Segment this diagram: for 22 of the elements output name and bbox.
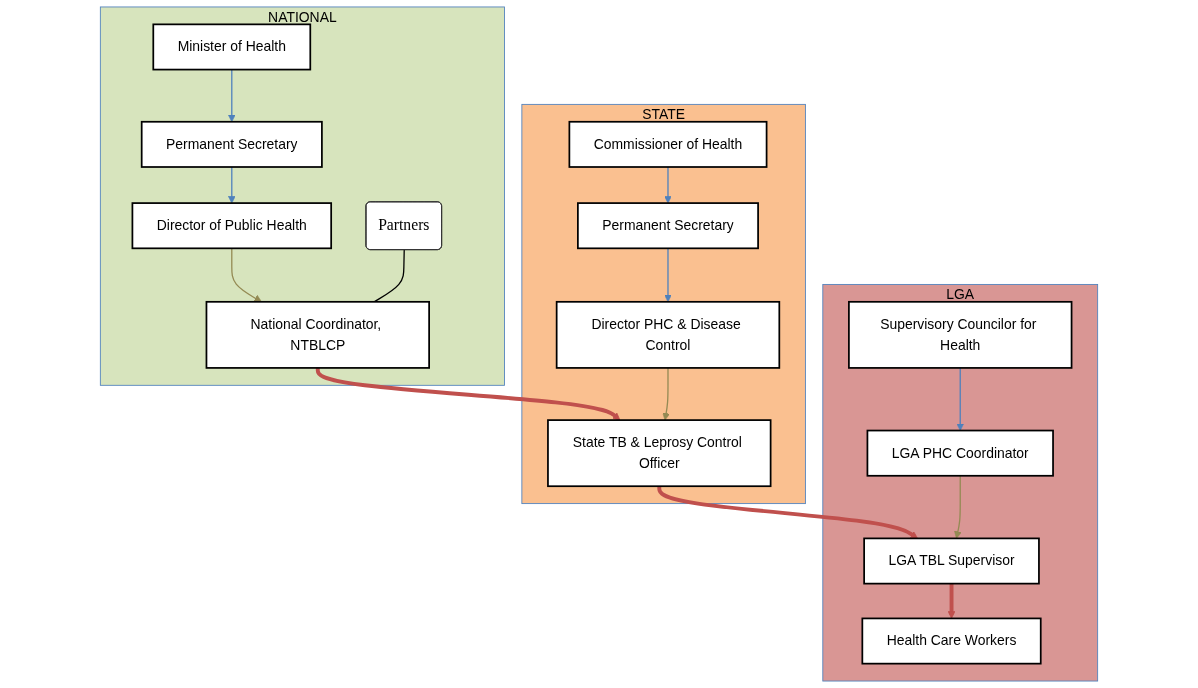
node-box: Director PHC & Disease Control [555, 300, 781, 369]
node-box: Health Care Workers [861, 617, 1042, 665]
node-box: Supervisory Councilor for Health [848, 300, 1073, 369]
node-box: Commissioner of Health [568, 120, 768, 168]
arrow [664, 247, 672, 303]
node-box: National Coordinator, NTBLCP [205, 300, 430, 369]
node-box: Permanent Secretary [577, 202, 759, 250]
node-box: Director of Public Health [131, 202, 333, 250]
arrow [664, 166, 672, 204]
arrow [947, 583, 956, 619]
arrow [231, 247, 262, 303]
arrow [662, 367, 670, 421]
node-box: Permanent Secretary [140, 120, 323, 168]
node-box: Minister of Health [152, 23, 312, 71]
arrow [227, 68, 236, 123]
arrow [954, 475, 962, 539]
connector [373, 249, 405, 303]
arrow [227, 166, 236, 204]
arrow [956, 367, 965, 431]
node-box: LGA TBL Supervisor [863, 537, 1040, 585]
node-box: LGA PHC Coordinator [866, 429, 1054, 477]
node-box: State TB & Leprosy Control Officer [547, 419, 772, 488]
